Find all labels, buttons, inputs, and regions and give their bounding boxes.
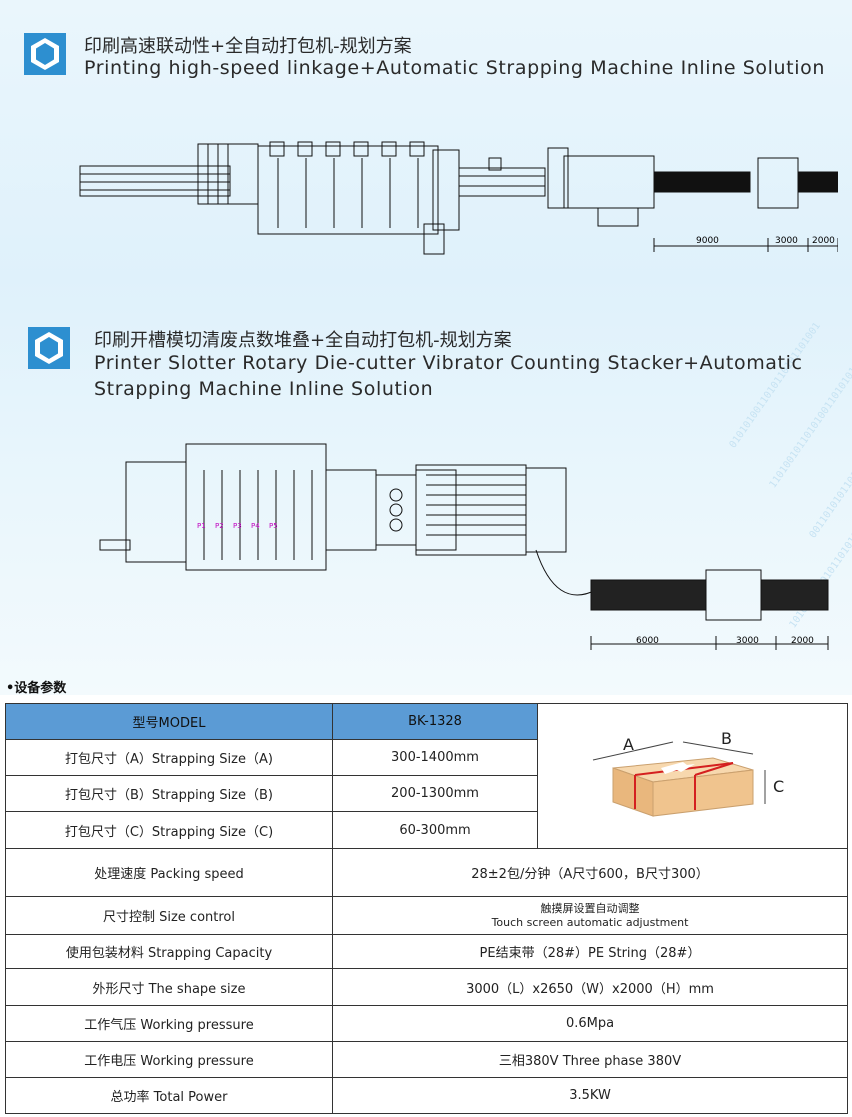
unit-label: P3 bbox=[233, 522, 242, 530]
dimension-label: 6000 bbox=[636, 636, 659, 646]
row-value: 0.6Mpa bbox=[332, 1005, 848, 1042]
spec-table: 型号MODEL BK-1328 A B C 打包尺寸（A）Strapping bbox=[5, 703, 848, 1114]
row-value: 28±2包/分钟（A尺寸600，B尺寸300） bbox=[332, 848, 848, 897]
table-row: 使用包装材料 Strapping Capacity PE结束带（28#）PE S… bbox=[5, 934, 848, 969]
hexagon-icon bbox=[24, 33, 66, 75]
box-label-b: B bbox=[721, 729, 732, 748]
model-header-value: BK-1328 bbox=[332, 703, 538, 740]
params-heading: •设备参数 bbox=[6, 681, 67, 696]
table-row: 打包尺寸（A）Strapping Size（A) 300-1400mm bbox=[5, 739, 848, 776]
row-label: 工作电压 Working pressure bbox=[5, 1041, 333, 1078]
row-label: 打包尺寸（A）Strapping Size（A) bbox=[5, 739, 333, 776]
hero-background: 0101010011010110101101001 11010010110101… bbox=[0, 0, 852, 695]
table-row: 总功率 Total Power 3.5KW bbox=[5, 1077, 848, 1114]
box-label-a: A bbox=[623, 735, 634, 754]
row-label: 打包尺寸（B）Strapping Size（B) bbox=[5, 775, 333, 812]
model-header-label: 型号MODEL bbox=[5, 703, 333, 740]
row-value: 三相380V Three phase 380V bbox=[332, 1041, 848, 1078]
unit-label: P4 bbox=[251, 522, 260, 530]
dimension-label: 9000 bbox=[696, 236, 719, 246]
row-value: 3000（L）x2650（W）x2000（H）mm bbox=[332, 968, 848, 1006]
section1-title-en: Printing high-speed linkage+Automatic St… bbox=[84, 57, 825, 79]
row-value-line: Touch screen automatic adjustment bbox=[491, 915, 689, 929]
carton-box-diagram: A B C bbox=[592, 729, 784, 817]
inline-layout-drawing-1: 9000 3000 2000 bbox=[79, 141, 838, 255]
row-value: 300-1400mm bbox=[332, 739, 538, 776]
section1-title-cn: 印刷高速联动性+全自动打包机-规划方案 bbox=[84, 36, 412, 57]
row-value: 触摸屏设置自动调整 Touch screen automatic adjustm… bbox=[332, 896, 848, 935]
row-label: 外形尺寸 The shape size bbox=[5, 968, 333, 1006]
dimension-label: 3000 bbox=[736, 636, 759, 646]
table-row: 工作气压 Working pressure 0.6Mpa bbox=[5, 1005, 848, 1042]
dimension-label: 2000 bbox=[791, 636, 814, 646]
row-value-line: 触摸屏设置自动调整 bbox=[540, 901, 640, 915]
row-value: 3.5KW bbox=[332, 1077, 848, 1114]
unit-label: P1 bbox=[197, 522, 206, 530]
table-row: 尺寸控制 Size control 触摸屏设置自动调整 Touch screen… bbox=[5, 896, 848, 935]
table-row: 工作电压 Working pressure 三相380V Three phase… bbox=[5, 1041, 848, 1078]
row-label: 尺寸控制 Size control bbox=[5, 896, 333, 935]
dimension-label: 2000 bbox=[812, 236, 835, 246]
hexagon-icon bbox=[28, 327, 70, 369]
table-row: 外形尺寸 The shape size 3000（L）x2650（W）x2000… bbox=[5, 968, 848, 1006]
row-value: 60-300mm bbox=[332, 811, 538, 849]
row-label: 工作气压 Working pressure bbox=[5, 1005, 333, 1042]
row-value: 200-1300mm bbox=[332, 775, 538, 812]
row-label: 处理速度 Packing speed bbox=[5, 848, 333, 897]
table-row: 型号MODEL BK-1328 A B C bbox=[5, 703, 848, 849]
section2-title-en-line1: Printer Slotter Rotary Die-cutter Vibrat… bbox=[94, 352, 803, 374]
unit-label: P5 bbox=[269, 522, 278, 530]
box-diagram-cell: A B C bbox=[537, 703, 848, 849]
row-label: 打包尺寸（C）Strapping Size（C) bbox=[5, 811, 333, 849]
table-row: 处理速度 Packing speed 28±2包/分钟（A尺寸600，B尺寸30… bbox=[5, 848, 848, 897]
row-label: 使用包装材料 Strapping Capacity bbox=[5, 934, 333, 969]
section2-title-cn: 印刷开槽模切清废点数堆叠+全自动打包机-规划方案 bbox=[94, 330, 512, 351]
row-value: PE结束带（28#）PE String（28#） bbox=[332, 934, 848, 969]
unit-label: P2 bbox=[215, 522, 224, 530]
row-label: 总功率 Total Power bbox=[5, 1077, 333, 1114]
table-row: 打包尺寸（B）Strapping Size（B) 200-1300mm bbox=[5, 775, 848, 812]
box-label-c: C bbox=[773, 777, 784, 796]
dimension-label: 3000 bbox=[775, 236, 798, 246]
section2-title-en-line2: Strapping Machine Inline Solution bbox=[94, 378, 434, 400]
inline-layout-drawing-2: P1 P2 P3 P4 P5 6000 3000 2000 bbox=[99, 443, 829, 650]
